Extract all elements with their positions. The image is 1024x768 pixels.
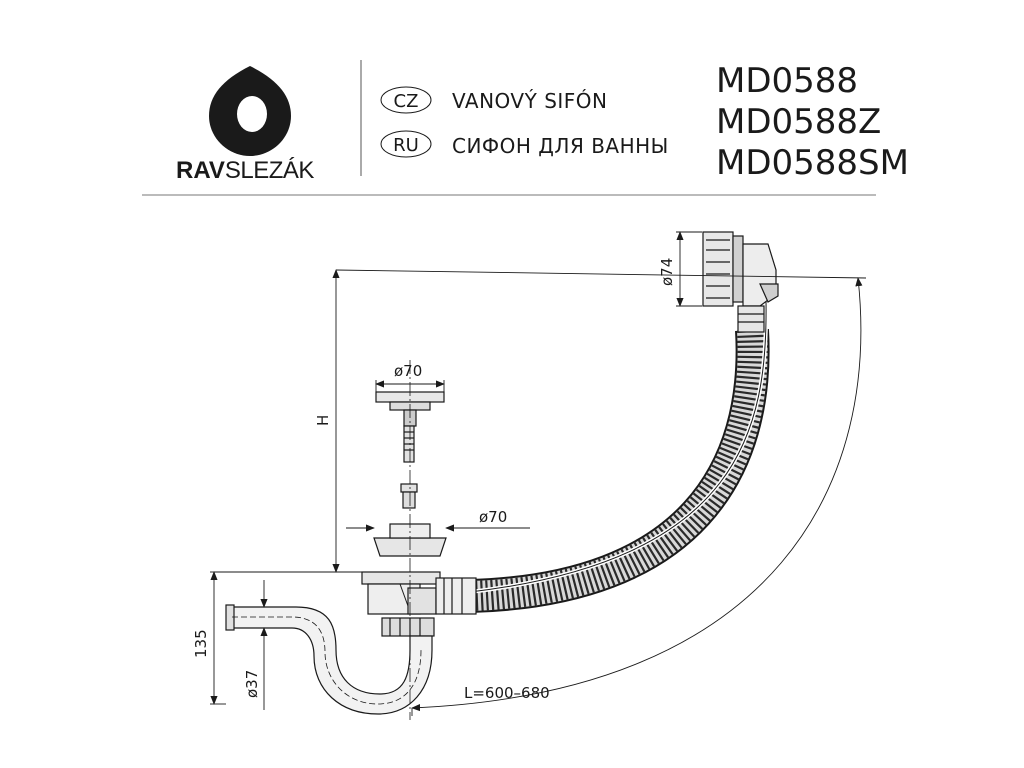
brand-name: RAVSLEZÁK	[176, 157, 314, 184]
dim-height: H	[314, 415, 332, 426]
product-title-cz: VANOVÝ SIFÓN	[452, 89, 608, 113]
dimensions	[210, 231, 867, 716]
dim-trap-height: 135	[192, 629, 210, 658]
dimension-labels: ø74 ø70 ø70 H 135 ø37 L=600–680	[192, 258, 676, 702]
siphon-drawing	[214, 231, 779, 720]
lang-badge-cz	[380, 86, 432, 114]
dim-overflow-diameter: ø74	[658, 258, 676, 286]
lang-code-cz: CZ	[394, 91, 419, 112]
model-numbers: MD0588 MD0588Z MD0588SM	[716, 61, 909, 183]
dim-length: L=600–680	[464, 684, 550, 702]
lang-badge-ru	[380, 130, 432, 158]
model-number: MD0588	[716, 61, 858, 101]
brand-name-slezak: SLEZÁK	[225, 157, 315, 184]
brand-name-rav: RAV	[176, 157, 225, 184]
dim-drain-diameter: ø70	[479, 508, 507, 526]
model-number: MD0588Z	[716, 102, 881, 142]
product-name-cz: CZ VANOVÝ SIFÓN	[380, 86, 608, 114]
corrugated-hose	[469, 299, 770, 613]
model-number: MD0588SM	[716, 143, 909, 183]
product-title-ru: СИФОН ДЛЯ ВАННЫ	[452, 134, 669, 158]
logo: RAVSLEZÁK	[176, 66, 315, 184]
dim-plug-diameter: ø70	[394, 362, 422, 380]
lang-code-ru: RU	[393, 135, 419, 156]
drain-body	[361, 571, 477, 615]
header: RAVSLEZÁK CZ VANOVÝ SIFÓN RU СИФОН ДЛЯ В…	[142, 60, 909, 196]
dim-outlet-diameter: ø37	[243, 670, 261, 698]
product-name-ru: RU СИФОН ДЛЯ ВАННЫ	[380, 130, 669, 158]
